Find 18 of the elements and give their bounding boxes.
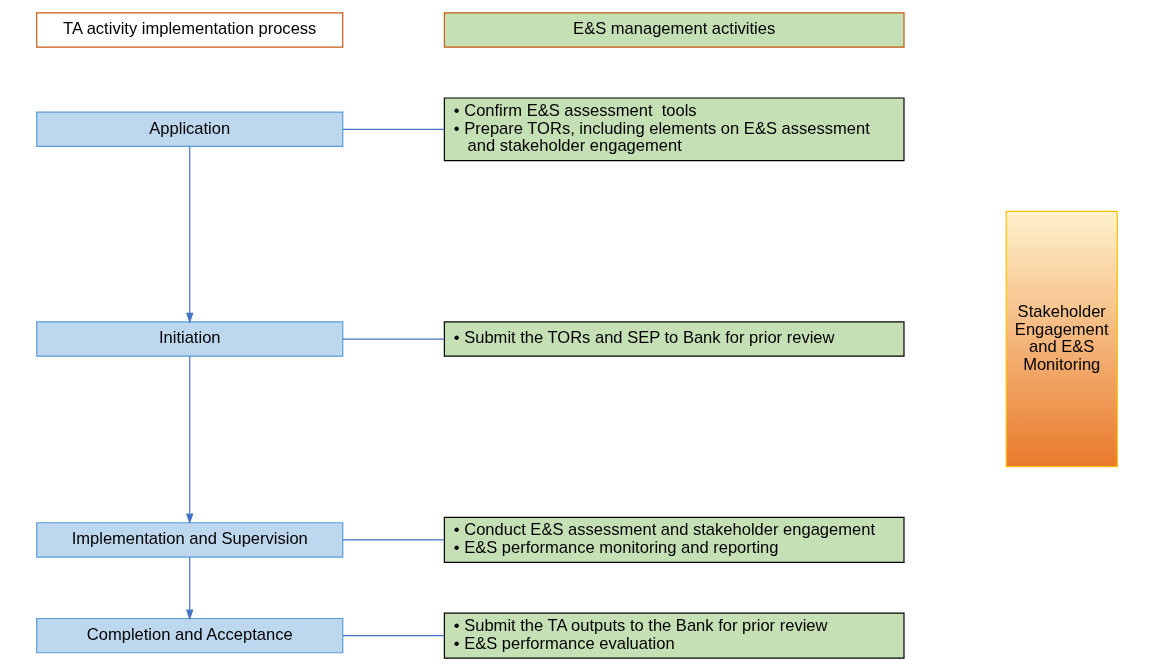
node-box: Implementation and Supervision — [36, 522, 344, 558]
node-box: • Submit the TA outputs to the Bank for prior review • E&S performance evaluation — [443, 612, 905, 659]
connector — [342, 635, 445, 637]
connector — [342, 128, 445, 130]
node-box: • Conduct E&S assessment and stakeholder engagement • E&S performance monitoring and reporting — [443, 516, 905, 563]
node-box: Application — [36, 111, 344, 148]
node-box: • Submit the TORs and SEP to Bank for prior review — [443, 321, 905, 357]
connector — [342, 539, 445, 541]
node-box: • Confirm E&S assessment tools • Prepare TORs, including elements on E&S assessment and stakeholder engagement — [443, 97, 905, 162]
node-box: E&S management activities — [443, 12, 905, 48]
node-box: Stakeholder Engagement and E&S Monitoring — [1005, 210, 1118, 468]
node-box: Initiation — [36, 321, 344, 357]
arrow — [186, 146, 194, 324]
arrow — [186, 355, 194, 525]
connector — [342, 338, 445, 340]
node-box: TA activity implementation process — [36, 12, 344, 48]
node-box: Completion and Acceptance — [36, 617, 344, 654]
arrow — [186, 556, 194, 621]
